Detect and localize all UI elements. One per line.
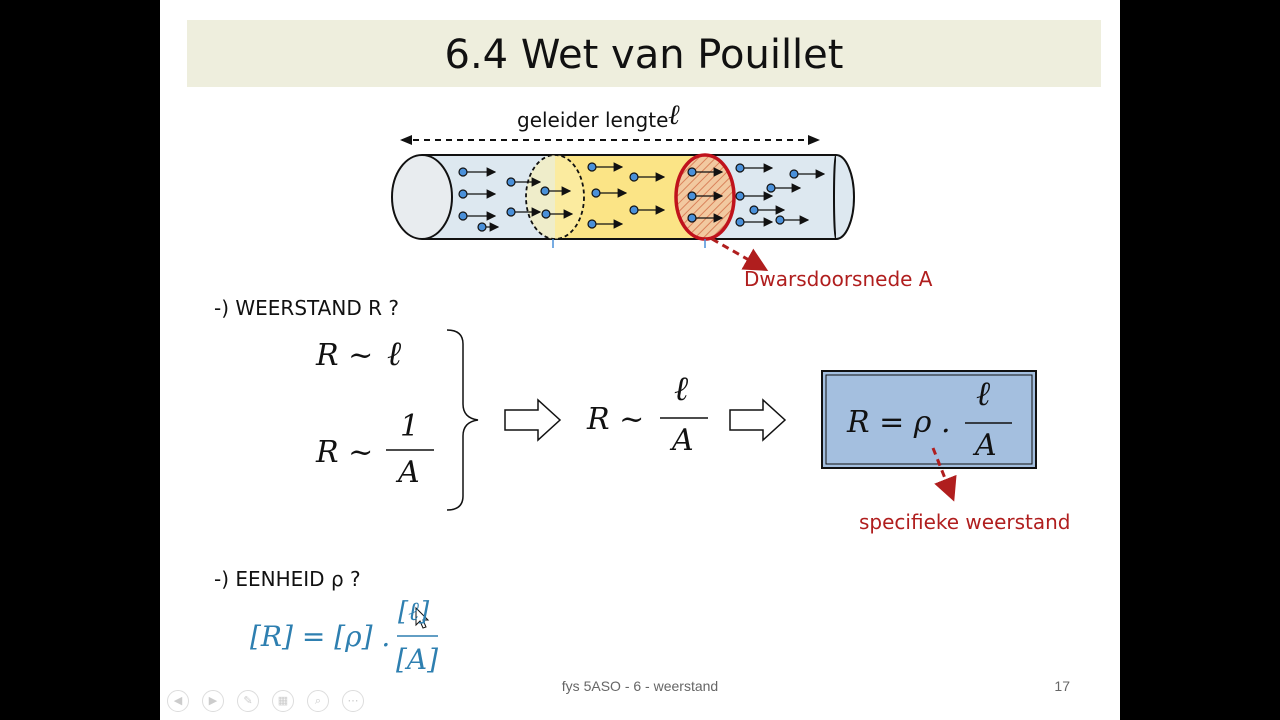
- prop2-lhs: R ~: [316, 435, 374, 470]
- conductor-length-label: geleider lengte: [517, 108, 669, 132]
- mid-numerator: ℓ: [674, 369, 689, 409]
- grouping-brace: [446, 329, 479, 511]
- zoom-icon[interactable]: ⌕: [307, 690, 329, 712]
- slides-icon[interactable]: ▦: [272, 690, 294, 712]
- prop1-rhs: ℓ: [387, 334, 402, 374]
- electron-arrows: [458, 162, 826, 248]
- result-lhs: R = ρ .: [847, 405, 951, 440]
- implies-arrow-2: [729, 398, 787, 442]
- prop2-denominator: A: [398, 455, 420, 490]
- result-box-inner: [825, 374, 1033, 465]
- section-resistance-heading: -) WEERSTAND R ?: [214, 296, 399, 320]
- unit-denominator: [A]: [396, 643, 439, 676]
- implies-arrow-1: [504, 398, 562, 442]
- next-icon[interactable]: ▶: [202, 690, 224, 712]
- cross-section-label: Dwarsdoorsnede A: [744, 267, 933, 291]
- prev-icon[interactable]: ◀: [167, 690, 189, 712]
- prop2-numerator: 1: [400, 409, 420, 444]
- mouse-cursor-icon: [415, 606, 430, 629]
- result-box: [821, 370, 1037, 469]
- slide-footer: fys 5ASO - 6 - weerstand: [561, 678, 719, 694]
- unit-lhs: [R] = [ρ] .: [250, 620, 391, 653]
- title-bar: 6.4 Wet van Pouillet: [187, 20, 1101, 87]
- pen-icon[interactable]: ✎: [237, 690, 259, 712]
- result-denominator: A: [975, 428, 997, 463]
- mid-denominator: A: [672, 423, 694, 458]
- result-numerator: ℓ: [976, 374, 991, 414]
- specific-resistance-pointer: [931, 447, 957, 502]
- conductor-diagram: [386, 135, 1037, 637]
- unit-numerator: [ℓ]: [398, 597, 430, 627]
- mid-lhs: R ~: [587, 402, 645, 437]
- length-symbol: ℓ: [668, 98, 680, 131]
- specific-resistance-label: specifieke weerstand: [859, 510, 1071, 534]
- more-icon[interactable]: ⋯: [342, 690, 364, 712]
- page-number: 17: [1054, 678, 1070, 694]
- slide-title: 6.4 Wet van Pouillet: [444, 32, 844, 78]
- cross-section-pointer: [711, 237, 769, 271]
- prop1-lhs: R ~: [316, 338, 374, 373]
- section-unit-heading: -) EENHEID ρ ?: [214, 567, 361, 591]
- slide: 6.4 Wet van Pouillet: [160, 0, 1120, 720]
- length-arrow: [400, 135, 820, 145]
